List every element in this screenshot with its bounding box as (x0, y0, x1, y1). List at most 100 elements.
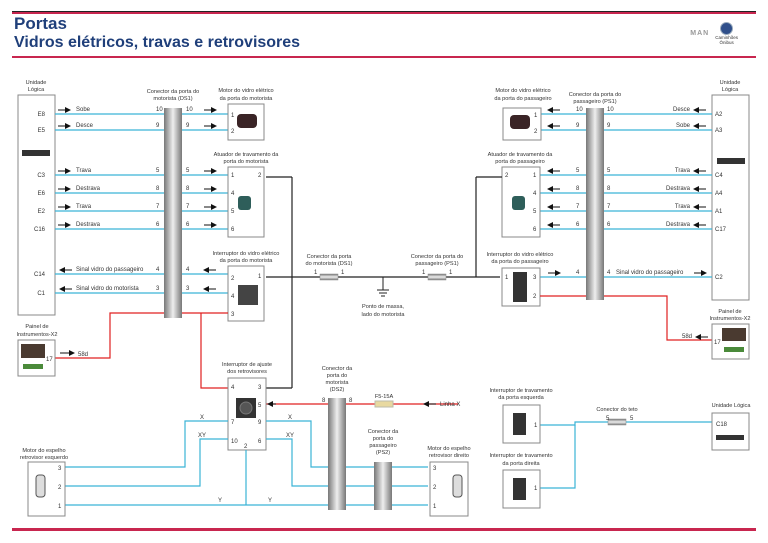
signal-58d-label: 58d (78, 352, 88, 358)
pin-label: 8 (607, 186, 611, 192)
fuse-label: F5-15A (375, 394, 394, 400)
motor-connector-icon (510, 115, 530, 129)
ps1-ground-label: Conector da porta do (411, 254, 464, 260)
instrument-panel-right-label: Painel de (718, 309, 741, 315)
svg-text:2: 2 (433, 485, 437, 491)
pin-label: 7 (576, 204, 580, 210)
left-door-lock-switch: Interruptor de travamento da porta esque… (489, 388, 553, 444)
pin-label: 3 (186, 286, 190, 292)
driver-lock-actuator: Atuador de travamento da porta do motori… (214, 152, 280, 238)
signal-label: Destrava (76, 186, 101, 192)
window-switch-icon (238, 285, 258, 305)
svg-text:1: 1 (58, 504, 62, 510)
page-subtitle: Vidros elétricos, travas e retrovisores (14, 34, 301, 51)
pin-label: 5 (630, 416, 634, 422)
right-door-lock-switch: Interruptor de travamento da porta direi… (489, 453, 553, 509)
pin-label: 9 (156, 123, 160, 129)
pin-label: C18 (716, 422, 728, 428)
mirror-switch-label-2: dos retrovisores (227, 369, 267, 375)
pin-label: 6 (186, 222, 190, 228)
vw-emblem-icon (720, 22, 734, 35)
passenger-window-motor-label-2: da porta do passageiro (494, 96, 551, 102)
instrument-panel-right-label-2: Instrumentos-X2 (709, 316, 750, 322)
pin-label: 8 (349, 398, 353, 404)
pin-label: A3 (715, 128, 723, 134)
left-logic-unit: Unidade Lógica (17, 80, 56, 316)
pin-label: 7 (156, 204, 160, 210)
pin-label: C2 (715, 275, 723, 281)
passenger-window-motor: Motor do vidro elétrico da porta do pass… (494, 88, 552, 141)
pin-label: 3 (156, 286, 160, 292)
linha-x-label: Linha X (440, 402, 460, 408)
instrument-panel-left: Painel de Instrumentos-X2 17 58d (16, 324, 88, 377)
header-bottom-rule (12, 56, 756, 58)
svg-text:10: 10 (231, 439, 238, 445)
svg-text:3: 3 (58, 466, 62, 472)
svg-text:2: 2 (231, 276, 235, 282)
passenger-window-switch-label: Interruptor do vidro elétrico (487, 252, 554, 258)
pin-label: 1 (534, 486, 538, 492)
ds1-ground-label: Conector da porta (307, 254, 353, 260)
left-mirror-motor-label-2: retrovisor esquerdo (20, 455, 68, 461)
signal-xy-label: XY (286, 433, 294, 439)
logic-unit-c18: Unidade Lógica C18 (711, 403, 751, 451)
pin-label: 4 (186, 267, 190, 273)
pin-label: C14 (34, 272, 46, 278)
pin-label: 10 (156, 107, 163, 113)
svg-text:1: 1 (533, 173, 537, 179)
signal-y-label: Y (218, 498, 222, 504)
svg-text:3: 3 (231, 312, 235, 318)
pin-label: C1 (37, 291, 45, 297)
ps1-connector (586, 108, 604, 300)
left-door-lock-switch-label: Interruptor de travamento (489, 388, 552, 394)
signal-label: Sobe (676, 123, 691, 129)
svg-text:4: 4 (231, 385, 235, 391)
pin-label: 5 (607, 168, 611, 174)
right-logic-unit-title: Unidade (720, 80, 741, 86)
ps1-label-2: passageiro (PS1) (573, 99, 616, 105)
vw-logo: Caminhões Ônibus (715, 22, 738, 45)
right-logic-unit-subtitle: Lógica (722, 87, 739, 93)
svg-text:2: 2 (505, 173, 509, 179)
svg-text:6: 6 (258, 439, 262, 445)
passenger-lock-actuator-label: Atuador de travamento da (488, 152, 554, 158)
header-top-rule (12, 12, 756, 14)
signal-label: Destrava (666, 222, 691, 228)
svg-text:9: 9 (258, 420, 262, 426)
pin-label: 6 (576, 222, 580, 228)
signal-label: Trava (76, 168, 92, 174)
svg-text:3: 3 (433, 466, 437, 472)
ground-point-label-2: lado do motorista (362, 312, 406, 318)
instrument-panel-left-label: Painel de (25, 324, 48, 330)
pin-label: 6 (607, 222, 611, 228)
driver-window-switch-label-2: da porta do motorista (220, 258, 274, 264)
passenger-window-switch-label-2: da porta do passageiro (491, 259, 548, 265)
svg-text:6: 6 (533, 227, 537, 233)
svg-text:5: 5 (533, 209, 537, 215)
ds1-ground-connector (319, 273, 339, 281)
svg-text:5: 5 (231, 209, 235, 215)
pin-label: 8 (576, 186, 580, 192)
signal-xy-label: XY (198, 433, 206, 439)
pin-label: A1 (715, 209, 723, 215)
ds2-label-3: motorista (325, 380, 349, 386)
pin-label: 4 (607, 270, 611, 276)
man-logo: MAN (690, 30, 710, 37)
driver-window-switch-label: Interruptor do vidro elétrico (213, 251, 280, 257)
ds1-ground-label-2: do motorista (DS1) (306, 261, 353, 267)
pin-label: A4 (715, 191, 723, 197)
signal-label: Desce (76, 123, 94, 129)
pin-label: 8 (186, 186, 190, 192)
driver-lock-actuator-label: Atuador de travamento da (214, 152, 280, 158)
svg-text:1: 1 (534, 113, 538, 119)
driver-lock-actuator-label-2: porta do motorista (223, 159, 269, 165)
right-mirror-motor: Motor do espelho retrovisor direito 321 (427, 446, 471, 517)
